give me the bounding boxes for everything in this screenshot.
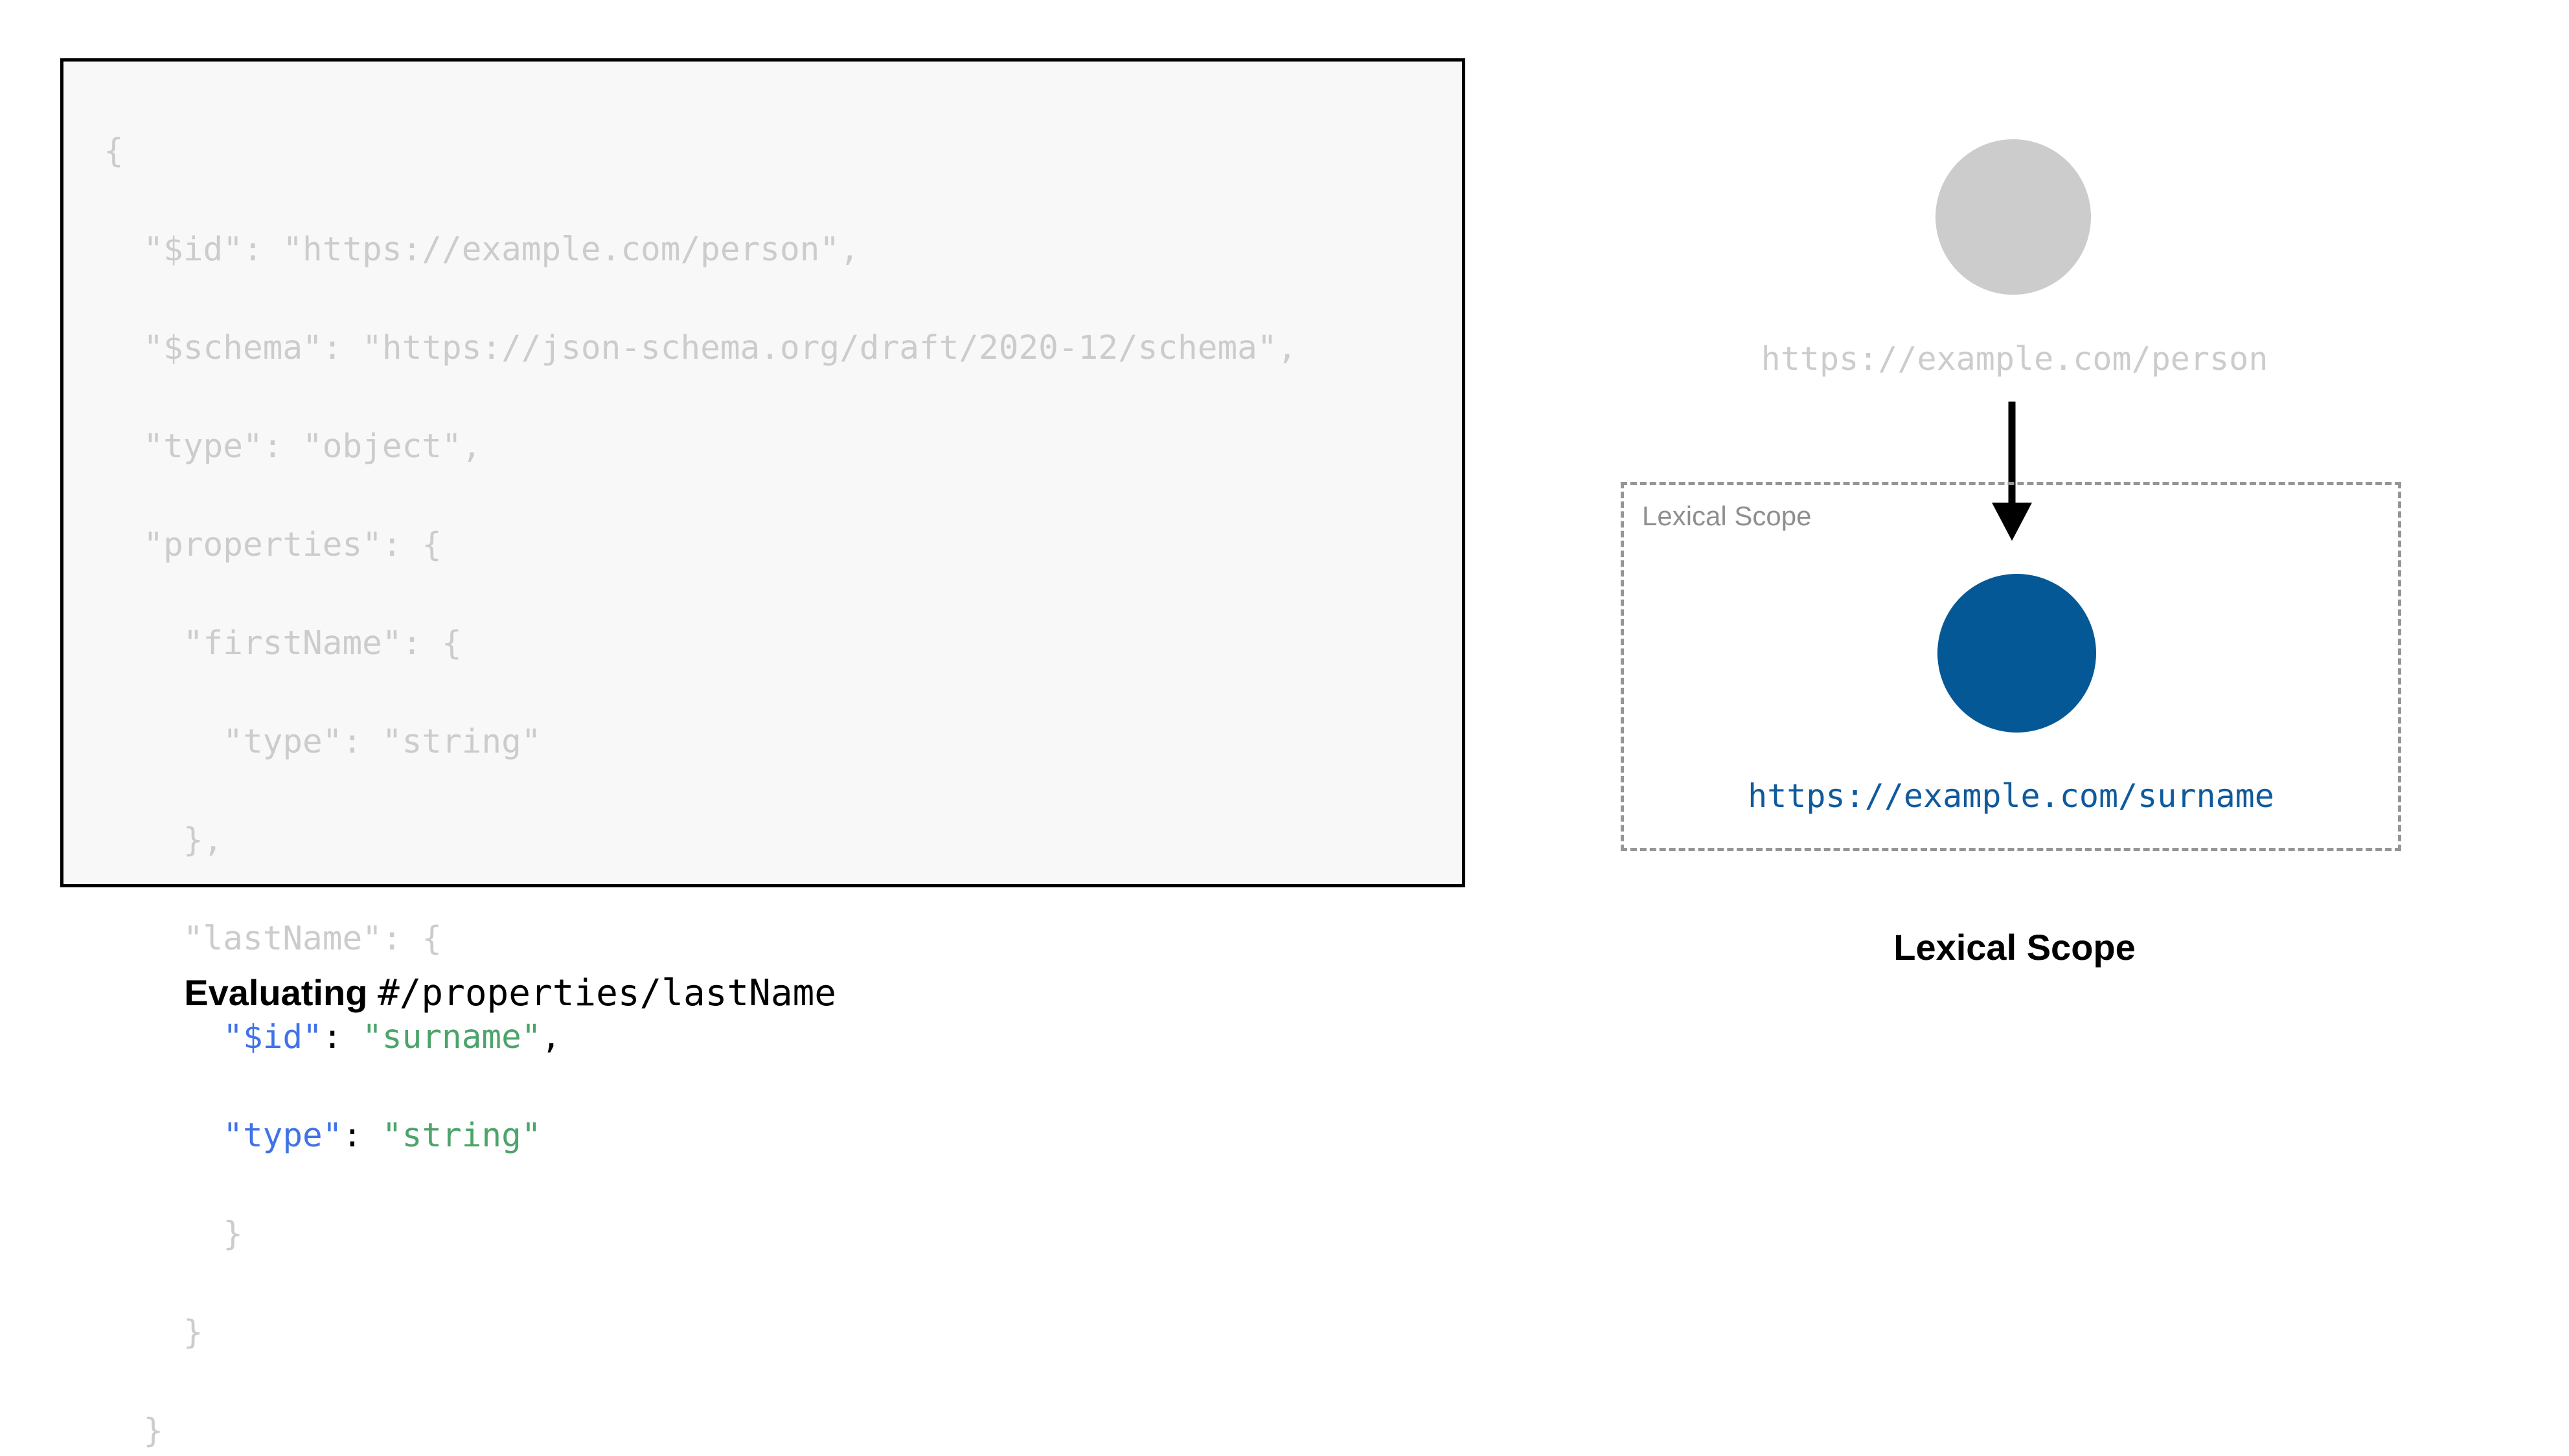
code-indent bbox=[104, 1215, 223, 1253]
code-line: } bbox=[104, 1407, 1297, 1456]
down-arrow-icon bbox=[1992, 402, 2032, 541]
code-token-punc: : bbox=[342, 1117, 363, 1155]
code-indent bbox=[104, 526, 143, 564]
inner-schema-node-circle bbox=[1937, 574, 2096, 733]
code-line: "properties": { bbox=[104, 521, 1297, 570]
code-token-dim: "type": "string" bbox=[223, 723, 542, 761]
right-panel-caption: Lexical Scope bbox=[1893, 927, 2136, 968]
code-line: "$id": "https://example.com/person", bbox=[104, 225, 1297, 275]
code-line: "type": "string" bbox=[104, 718, 1297, 767]
code-token-dim: "properties": { bbox=[143, 526, 442, 564]
code-indent bbox=[104, 723, 223, 761]
code-indent bbox=[104, 329, 143, 367]
code-token-dim: } bbox=[223, 1215, 243, 1253]
code-indent bbox=[104, 231, 143, 269]
left-panel-caption: Evaluating #/properties/lastName bbox=[144, 925, 836, 1062]
code-line: "$schema": "https://json-schema.org/draf… bbox=[104, 324, 1297, 373]
code-token-dim: } bbox=[183, 1314, 203, 1352]
code-panel: { "$id": "https://example.com/person", "… bbox=[0, 0, 1555, 1450]
code-line: "type": "object", bbox=[104, 422, 1297, 472]
code-token-dim: "type": "object", bbox=[143, 427, 482, 466]
code-token-dim: "lastName": { bbox=[183, 920, 442, 958]
scope-diagram-panel: https://example.com/person Lexical Scope… bbox=[1555, 0, 2569, 1036]
code-indent bbox=[104, 427, 143, 466]
code-line: "type": "string" bbox=[104, 1111, 1297, 1161]
outer-schema-node-circle bbox=[1935, 139, 2091, 295]
lexical-scope-box: Lexical Scope https://example.com/surnam… bbox=[1621, 482, 2401, 851]
code-indent bbox=[104, 1117, 223, 1155]
code-line: "firstName": { bbox=[104, 619, 1297, 668]
code-token-val: "string" bbox=[382, 1117, 542, 1155]
code-token-key: "type" bbox=[223, 1117, 343, 1155]
caption-bold-text: Evaluating bbox=[184, 972, 378, 1013]
code-token-dim: }, bbox=[183, 821, 223, 859]
json-code-block: { "$id": "https://example.com/person", "… bbox=[60, 58, 1465, 1450]
code-token-dim: "firstName": { bbox=[183, 624, 462, 663]
caption-pointer-text: #/properties/lastName bbox=[377, 972, 836, 1014]
code-listing: { "$id": "https://example.com/person", "… bbox=[104, 127, 1297, 1456]
code-line: } bbox=[104, 1308, 1297, 1358]
code-line: { bbox=[104, 127, 1297, 176]
code-token-dim bbox=[362, 1117, 382, 1155]
code-indent bbox=[104, 821, 183, 859]
code-indent bbox=[104, 624, 183, 663]
code-token-dim: } bbox=[143, 1412, 164, 1450]
code-indent bbox=[104, 1412, 143, 1450]
outer-schema-node-label: https://example.com/person bbox=[1761, 340, 2268, 378]
code-token-dim: { bbox=[104, 132, 124, 170]
code-line: }, bbox=[104, 816, 1297, 865]
code-line: "lastName": { bbox=[104, 915, 1297, 964]
inner-schema-node-label: https://example.com/surname bbox=[1748, 777, 2274, 815]
code-line: } bbox=[104, 1210, 1297, 1259]
code-indent bbox=[104, 1314, 183, 1352]
code-token-dim: "$id": "https://example.com/person", bbox=[143, 231, 860, 269]
code-token-dim: "$schema": "https://json-schema.org/draf… bbox=[143, 329, 1297, 367]
lexical-scope-box-label: Lexical Scope bbox=[1642, 501, 1812, 531]
